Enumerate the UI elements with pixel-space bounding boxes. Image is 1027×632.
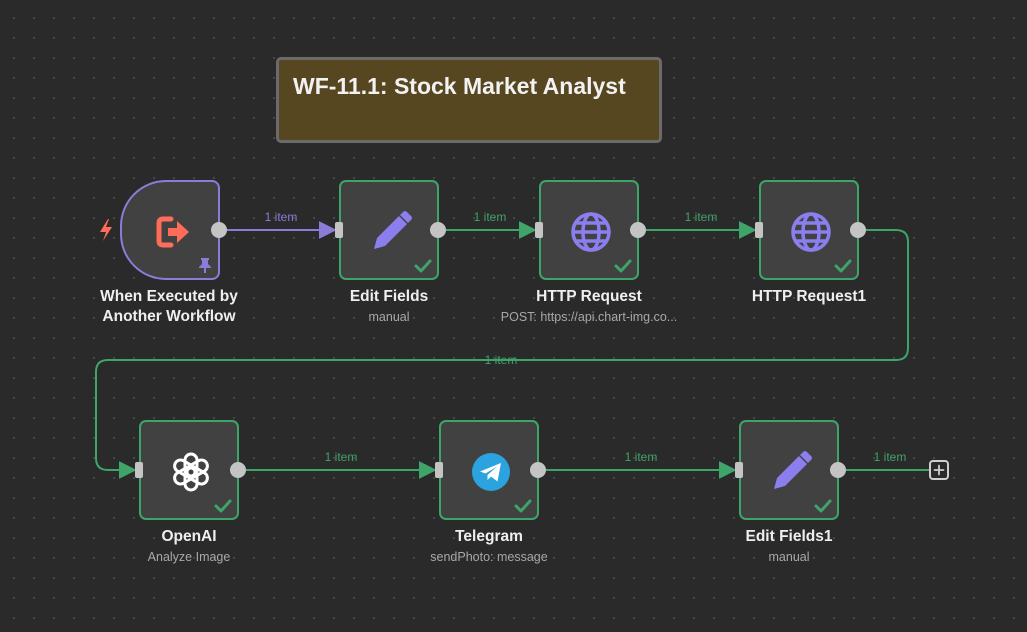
node-title: OpenAI xyxy=(161,528,217,545)
node-subtitle: manual xyxy=(768,550,810,564)
success-check-icon xyxy=(514,499,532,513)
sticky-note-title: WF-11.1: Stock Market Analyst xyxy=(293,73,626,99)
input-handle[interactable] xyxy=(435,462,443,478)
node-title: When Executed by Another Workflow xyxy=(100,288,238,325)
edge-label: 1 item xyxy=(264,210,298,224)
pencil-icon xyxy=(374,211,412,249)
node-http-request[interactable] xyxy=(539,180,639,280)
pin-icon xyxy=(199,258,211,273)
input-handle[interactable] xyxy=(335,222,343,238)
output-handle[interactable] xyxy=(830,462,846,478)
output-handle[interactable] xyxy=(430,222,446,238)
node-openai[interactable] xyxy=(139,420,239,520)
edge-label: 1 item xyxy=(473,210,507,224)
edge-label: 1 item xyxy=(484,353,518,367)
telegram-icon xyxy=(472,453,510,491)
lightning-bolt-icon xyxy=(100,219,112,241)
node-subtitle: manual xyxy=(368,310,410,324)
input-handle[interactable] xyxy=(135,462,143,478)
output-handle[interactable] xyxy=(630,222,646,238)
node-title: HTTP Request1 xyxy=(751,288,867,305)
input-handle[interactable] xyxy=(535,222,543,238)
node-http-request1[interactable] xyxy=(759,180,859,280)
node-title: Edit Fields1 xyxy=(745,528,833,545)
success-check-icon xyxy=(414,259,432,273)
add-node-button[interactable] xyxy=(929,460,949,480)
node-when-executed-by-another-workflow[interactable] xyxy=(120,180,220,280)
success-check-icon xyxy=(814,499,832,513)
node-edit-fields[interactable] xyxy=(339,180,439,280)
sticky-note[interactable]: WF-11.1: Stock Market Analyst xyxy=(276,57,662,143)
output-handle[interactable] xyxy=(211,222,227,238)
edge-label: 1 item xyxy=(624,450,658,464)
success-check-icon xyxy=(614,259,632,273)
output-handle[interactable] xyxy=(230,462,246,478)
node-title: Telegram xyxy=(455,528,523,545)
plus-icon xyxy=(933,464,945,476)
node-subtitle: Analyze Image xyxy=(147,550,231,564)
pencil-icon xyxy=(774,451,812,489)
node-title: Edit Fields xyxy=(349,288,429,305)
openai-icon xyxy=(173,452,209,492)
output-handle[interactable] xyxy=(850,222,866,238)
edge-label: 1 item xyxy=(873,450,907,464)
globe-icon xyxy=(791,212,831,252)
node-telegram[interactable] xyxy=(439,420,539,520)
node-subtitle: POST: https://api.chart-img.co... xyxy=(500,310,678,324)
node-edit-fields1[interactable] xyxy=(739,420,839,520)
globe-icon xyxy=(571,212,611,252)
output-handle[interactable] xyxy=(530,462,546,478)
success-check-icon xyxy=(834,259,852,273)
node-title: HTTP Request xyxy=(536,288,642,305)
input-handle[interactable] xyxy=(755,222,763,238)
edge-label: 1 item xyxy=(684,210,718,224)
success-check-icon xyxy=(214,499,232,513)
exit-arrow-icon xyxy=(156,216,189,248)
edge-label: 1 item xyxy=(324,450,358,464)
node-subtitle: sendPhoto: message xyxy=(430,550,548,564)
input-handle[interactable] xyxy=(735,462,743,478)
